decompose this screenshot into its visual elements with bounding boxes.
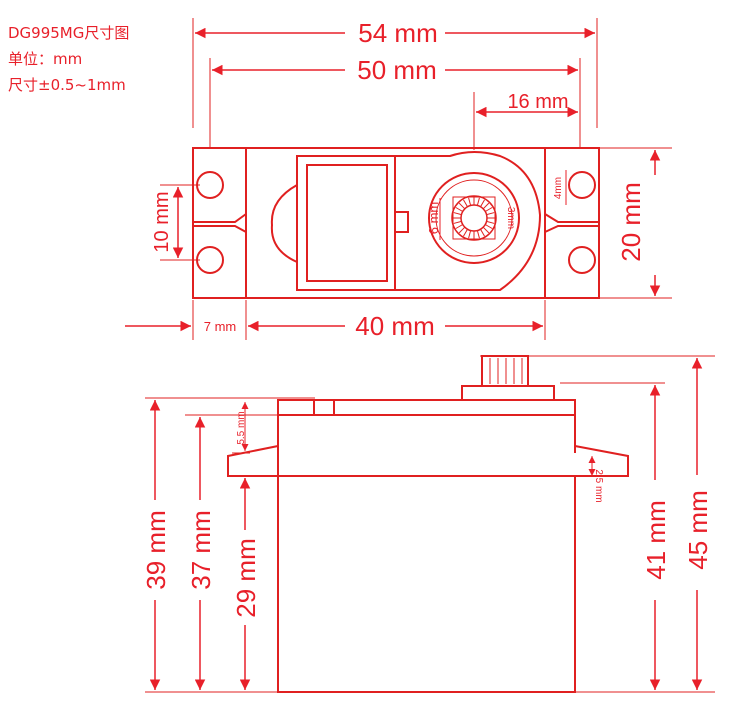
gear-housing	[395, 151, 542, 291]
spline-tooth	[486, 220, 495, 224]
spline-tooth	[458, 226, 466, 234]
cap-bump	[313, 399, 335, 416]
dim-29: 29 mm	[231, 538, 261, 617]
left-flange	[227, 444, 279, 477]
spline-outer	[451, 195, 497, 241]
spline-tooth	[480, 199, 485, 207]
dim-40: 40 mm	[355, 311, 434, 341]
hole-top-left	[196, 171, 224, 199]
dim-20: 20 mm	[616, 182, 646, 261]
dim-41: 41 mm	[641, 500, 671, 579]
top-dimensions	[125, 27, 661, 332]
spline-tooth	[485, 207, 493, 212]
spline-tooth	[463, 229, 468, 237]
tolerance-note: 尺寸±0.5~1mm	[8, 76, 126, 94]
side-dimensions	[149, 358, 703, 690]
dim-39: 39 mm	[141, 510, 171, 589]
left-ear-slot	[193, 213, 247, 233]
spline-tooth	[453, 212, 462, 216]
dim-7: 7 mm	[204, 319, 237, 334]
dim-10: 10 mm	[151, 191, 173, 252]
dim-4mm: 4mm	[553, 177, 564, 199]
top-cover	[277, 399, 576, 453]
unit-note: 单位：mm	[8, 50, 83, 68]
spline-tooth	[455, 207, 463, 212]
label-inner	[306, 164, 388, 282]
spline-teeth	[453, 197, 495, 239]
spline-tooth	[482, 226, 490, 234]
horn-outer-circle	[428, 172, 520, 264]
side-case	[277, 475, 576, 693]
spline-box	[452, 196, 496, 240]
spline-tooth	[482, 202, 490, 210]
spline-tooth	[463, 199, 468, 207]
hole-bottom-left	[196, 246, 224, 274]
dim-2.5: 2.5 mm	[593, 469, 604, 502]
spline-inner	[460, 204, 488, 232]
spline-tooth	[486, 212, 495, 216]
dim-3mm: 3mm	[505, 207, 516, 229]
dim-37: 37 mm	[186, 510, 216, 589]
drawing-title: DG995MG尺寸图	[8, 24, 130, 42]
label-area	[296, 155, 396, 291]
dim-54: 54 mm	[358, 18, 437, 48]
spline-tooth	[468, 230, 472, 239]
spline-tooth	[455, 224, 463, 229]
dim-16: 16 mm	[507, 91, 568, 113]
spline-tooth	[458, 202, 466, 210]
hole-top-right	[568, 171, 596, 199]
side-view	[145, 355, 715, 693]
spline-tooth	[476, 230, 480, 239]
spline-tooth	[468, 197, 472, 206]
side-notch	[395, 211, 409, 233]
top-view	[160, 18, 672, 340]
spline-tooth	[476, 197, 480, 206]
right-flange	[574, 445, 629, 477]
hole-bottom-right	[568, 246, 596, 274]
dim-50: 50 mm	[357, 55, 436, 85]
spline-tooth	[480, 229, 485, 237]
right-ear-slot	[544, 213, 599, 233]
shaft-base	[461, 385, 555, 401]
left-bump	[270, 184, 298, 263]
horn-inner-circle	[435, 179, 513, 257]
spline-tooth	[453, 220, 462, 224]
dim-45: 45 mm	[683, 490, 713, 569]
dim-6mm: 6 mm	[426, 202, 441, 235]
output-shaft	[481, 355, 529, 387]
dim-5.5: 5.5 mm	[236, 411, 247, 444]
spline-tooth	[485, 224, 493, 229]
